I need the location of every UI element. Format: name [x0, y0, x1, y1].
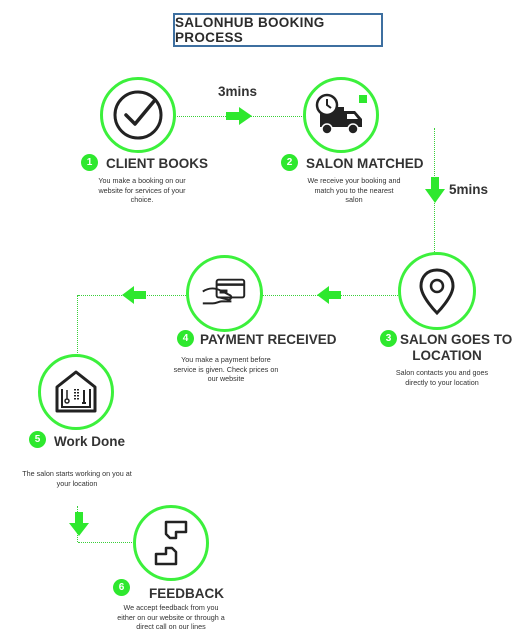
arrow-left-icon — [122, 286, 146, 304]
connector-5-6 — [78, 542, 138, 543]
arrow-down-icon — [425, 177, 445, 203]
step-1-circle — [100, 77, 176, 153]
step-6-title: FEEDBACK — [149, 586, 225, 601]
step-6-circle — [133, 505, 209, 581]
pointing-hands-icon — [154, 520, 188, 566]
salon-tools-icon — [55, 370, 97, 413]
arrow-right-icon — [226, 107, 252, 125]
card-payment-icon — [202, 278, 246, 305]
arrow-left-icon — [317, 286, 341, 304]
step-5-badge: 5 — [29, 431, 46, 448]
step-2-badge: 2 — [281, 154, 298, 171]
checkmark-icon — [113, 90, 163, 140]
step-3-circle — [398, 252, 476, 330]
step-2-circle — [303, 77, 379, 153]
page-title: SALONHUB BOOKING PROCESS — [175, 15, 325, 45]
time-label-5mins: 5mins — [449, 182, 489, 197]
step-2-title: SALON MATCHED — [306, 156, 424, 171]
title-box: SALONHUB BOOKING PROCESS — [173, 13, 383, 47]
delivery-truck-icon — [315, 93, 367, 135]
step-5-title: Work Done — [54, 434, 126, 449]
connector-4-5-vertical — [77, 295, 78, 357]
step-1-title: CLIENT BOOKS — [106, 156, 209, 171]
step-5-circle — [38, 354, 114, 430]
location-pin-icon — [419, 268, 455, 316]
step-4-circle — [186, 255, 263, 332]
arrow-down-icon — [69, 512, 89, 536]
step-4-badge: 4 — [177, 330, 194, 347]
time-label-3mins: 3mins — [218, 84, 258, 99]
step-4-title: PAYMENT RECEIVED — [200, 332, 337, 347]
step-6-badge: 6 — [113, 579, 130, 596]
step-3-badge: 3 — [380, 330, 397, 347]
step-1-badge: 1 — [81, 154, 98, 171]
